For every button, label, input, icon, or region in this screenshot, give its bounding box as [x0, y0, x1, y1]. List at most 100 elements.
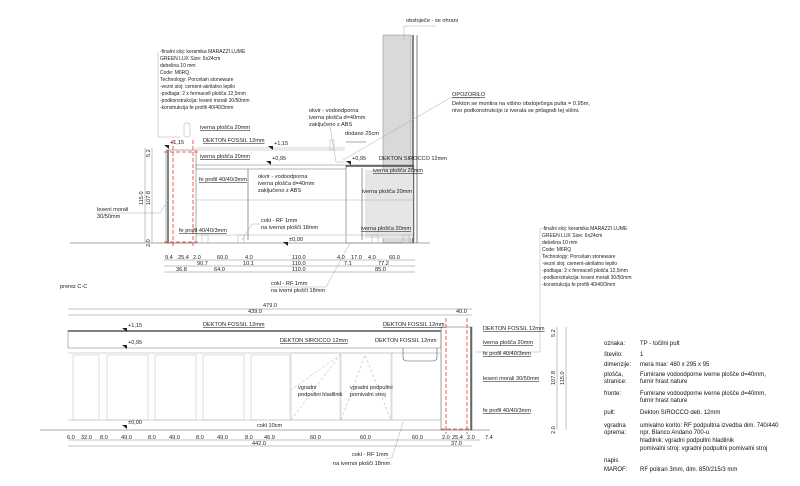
spec-value: mera max: 480 x 295 x 95	[640, 362, 710, 368]
label-fe-profil: fe profil 40/40/3mm	[199, 177, 247, 183]
vdim: 5.2	[146, 149, 152, 157]
level-triangle-icon	[122, 345, 127, 349]
dim-value: 32.0	[81, 435, 92, 441]
dim-value: 2.0	[193, 255, 201, 261]
label-okvir: iverna plošča d=40mm	[309, 115, 366, 121]
cabinet-doors	[72, 352, 442, 421]
label-okvir: zaključeno z ABS	[258, 188, 301, 194]
spec-key: napis	[604, 458, 618, 464]
dim-value: 2.0	[467, 435, 475, 441]
dim-value: -podkonstrukcija: leseni morali 30/50mm	[542, 275, 631, 281]
label-okvir: okvir - vodoodporna	[309, 108, 359, 114]
label-okvir: okvir - vodoodporna	[258, 174, 308, 180]
dim-value: 46.9	[264, 435, 275, 441]
dim-value: 7.4	[485, 435, 493, 441]
level-triangle-icon	[268, 146, 273, 150]
dim-value: 110.0	[292, 267, 306, 273]
tile-spec-note-right: -finalni sloj: keramika MARAZZI LUME GRE…	[542, 226, 631, 288]
level-marker: +1,15	[170, 140, 184, 146]
dim-value: Code: M6RQ	[542, 247, 571, 253]
dim-value: -konstrukcija fe profili 40/40/3mm	[160, 105, 233, 111]
dim-37: 37.0	[451, 441, 462, 447]
spec-value: hladilnik: vgradni podpultni hladilnik	[640, 438, 735, 444]
vdim: 115.0	[560, 371, 566, 385]
level-marker: ±0,00	[289, 237, 303, 243]
level-marker: +0,95	[272, 156, 286, 162]
dim-value: 90.7	[197, 261, 208, 267]
dim-value: 4.0	[245, 255, 253, 261]
dim-value: GREEN LUX Size: 6x24cm	[160, 56, 220, 62]
warning-line: nivo podkonstrukcije iz iverala se prila…	[452, 108, 580, 114]
label-okvir: iverna plošča d=40mm	[258, 181, 315, 187]
label-fe-profil: fe profil 40/40/3mm	[483, 351, 531, 357]
spec-value: Dekton SIROCCO deb. 12mm	[640, 410, 720, 416]
label-dekton-sirocco: DEKTON SIROCCO 12mm	[379, 156, 447, 162]
label-cokl: cokl - RF 1mm	[261, 218, 298, 224]
level-marker: +1,15	[274, 141, 288, 147]
dims-row: 6.0 32.0 8.0 49.0 8.0 49.0 8.0 49.0 8.0 …	[67, 435, 493, 441]
dim-main: 439.0	[248, 309, 262, 315]
label-iverna: iverna plošča 20mm	[200, 154, 250, 160]
vdim: 5.2	[551, 329, 557, 337]
label-cokl: na iverni plošči 18mm	[271, 288, 325, 294]
spec-key: dimenzije:	[604, 362, 631, 368]
label-cokl: cokl - RF 1mm	[271, 281, 308, 287]
level-marker: +0,95	[128, 340, 142, 346]
label-cokl: na ivernoi plošči 18mm	[333, 461, 391, 467]
spec-table: oznaka: TP - točilni pult število: 1 dim…	[604, 341, 779, 473]
label-iverna: iverna plošča 20mm	[483, 340, 533, 346]
label-pomivalni: vgradni podpultni	[350, 385, 393, 391]
existing-label: obstoječe - se ohrani	[406, 18, 458, 24]
spec-key: pult:	[604, 410, 616, 416]
dims-row: 90.7 10.1 110.0 7.1 77.2	[197, 261, 389, 267]
label-dekton-fossil: DEKTON FOSSIL 12mm	[375, 338, 437, 344]
dim-value: 8.0	[196, 435, 204, 441]
label-leseni-morali: 30/50mm	[97, 214, 121, 220]
label-dekton-fossil: DEKTON FOSSIL 12mm	[203, 138, 265, 144]
label-leseni-morali: leseni morali	[97, 207, 128, 213]
dim-total: 479.0	[263, 303, 277, 309]
vdim: 2.0	[551, 426, 557, 434]
label-cokl: na ivernoi plošči 18mm	[261, 225, 319, 231]
label-cokl: cokl 10cm	[257, 423, 283, 429]
spec-value: pomivalni stroj: vgradni podpultni pomiv…	[640, 446, 767, 452]
level-triangle-icon	[283, 242, 288, 246]
spec-value: furnir hrast nature	[640, 398, 688, 404]
dim-value: 8.0	[100, 435, 108, 441]
vdim: 107.8	[551, 371, 557, 385]
dim-value: Technology: Porcelain stoneware	[160, 77, 234, 83]
level-marker: +0,95	[352, 156, 366, 162]
spec-value: 1	[640, 352, 644, 358]
label-iverna: iverna plošča 20mm	[362, 189, 412, 195]
spec-value: Fumirane vodoodporne iverne plošče d=40m…	[640, 391, 766, 397]
dim-value: 49.0	[217, 435, 228, 441]
dim-value: 110.0	[292, 255, 306, 261]
dim-value: -konstrukcija fe profili 40/40/3mm	[542, 282, 615, 288]
section-c-c: obstoječe - se ohrani OPOZORILO Dekton s…	[60, 18, 590, 294]
dim-value: -podkonstrukcija: leseni morali 30/50mm	[160, 98, 249, 104]
label-iverna: iverna plošča 20mm	[361, 226, 411, 232]
label-leseni-morali: leseni morali 30/50mm	[483, 376, 540, 382]
label-hladilnik: vgradni	[298, 385, 316, 391]
spec-key: oznaka:	[604, 341, 625, 347]
dim-value: 60.0	[310, 435, 321, 441]
spec-value: Fumirane vodoodporne iverne plošče d=40m…	[640, 372, 766, 378]
label-dekton-fossil: DEKTON FOSSIL 12mm	[203, 322, 265, 328]
level-triangle-icon	[122, 328, 127, 332]
spec-value: TP - točilni pult	[640, 341, 680, 347]
dim-value: -finalni sloj: keramika MARAZZI LUME	[160, 49, 246, 55]
label-fe-profil: fe profil 40/40/3mm	[179, 228, 227, 234]
dim-value: 4.0	[337, 255, 345, 261]
spec-key: fronte:	[604, 391, 621, 397]
dim-value: 110.0	[292, 261, 306, 267]
dim-value: Technology: Porcelain stoneware	[542, 254, 616, 260]
label-dekton-sirocco: DEKTON SIROCCO 12mm	[280, 338, 348, 344]
dim-value: 49.0	[169, 435, 180, 441]
dims-row: 36.8 64.0 110.0 85.0	[176, 267, 386, 273]
label-dodano: dodano 25cm	[345, 131, 379, 137]
dim-value: debelina 10 mm	[542, 240, 578, 246]
spec-key: MAROF:	[604, 467, 628, 473]
vdim: 2.0	[146, 239, 152, 247]
spec-value: umivalno korito: RF podpultna izvedba di…	[640, 423, 779, 429]
spec-value: furnir hrast nature	[640, 379, 688, 385]
